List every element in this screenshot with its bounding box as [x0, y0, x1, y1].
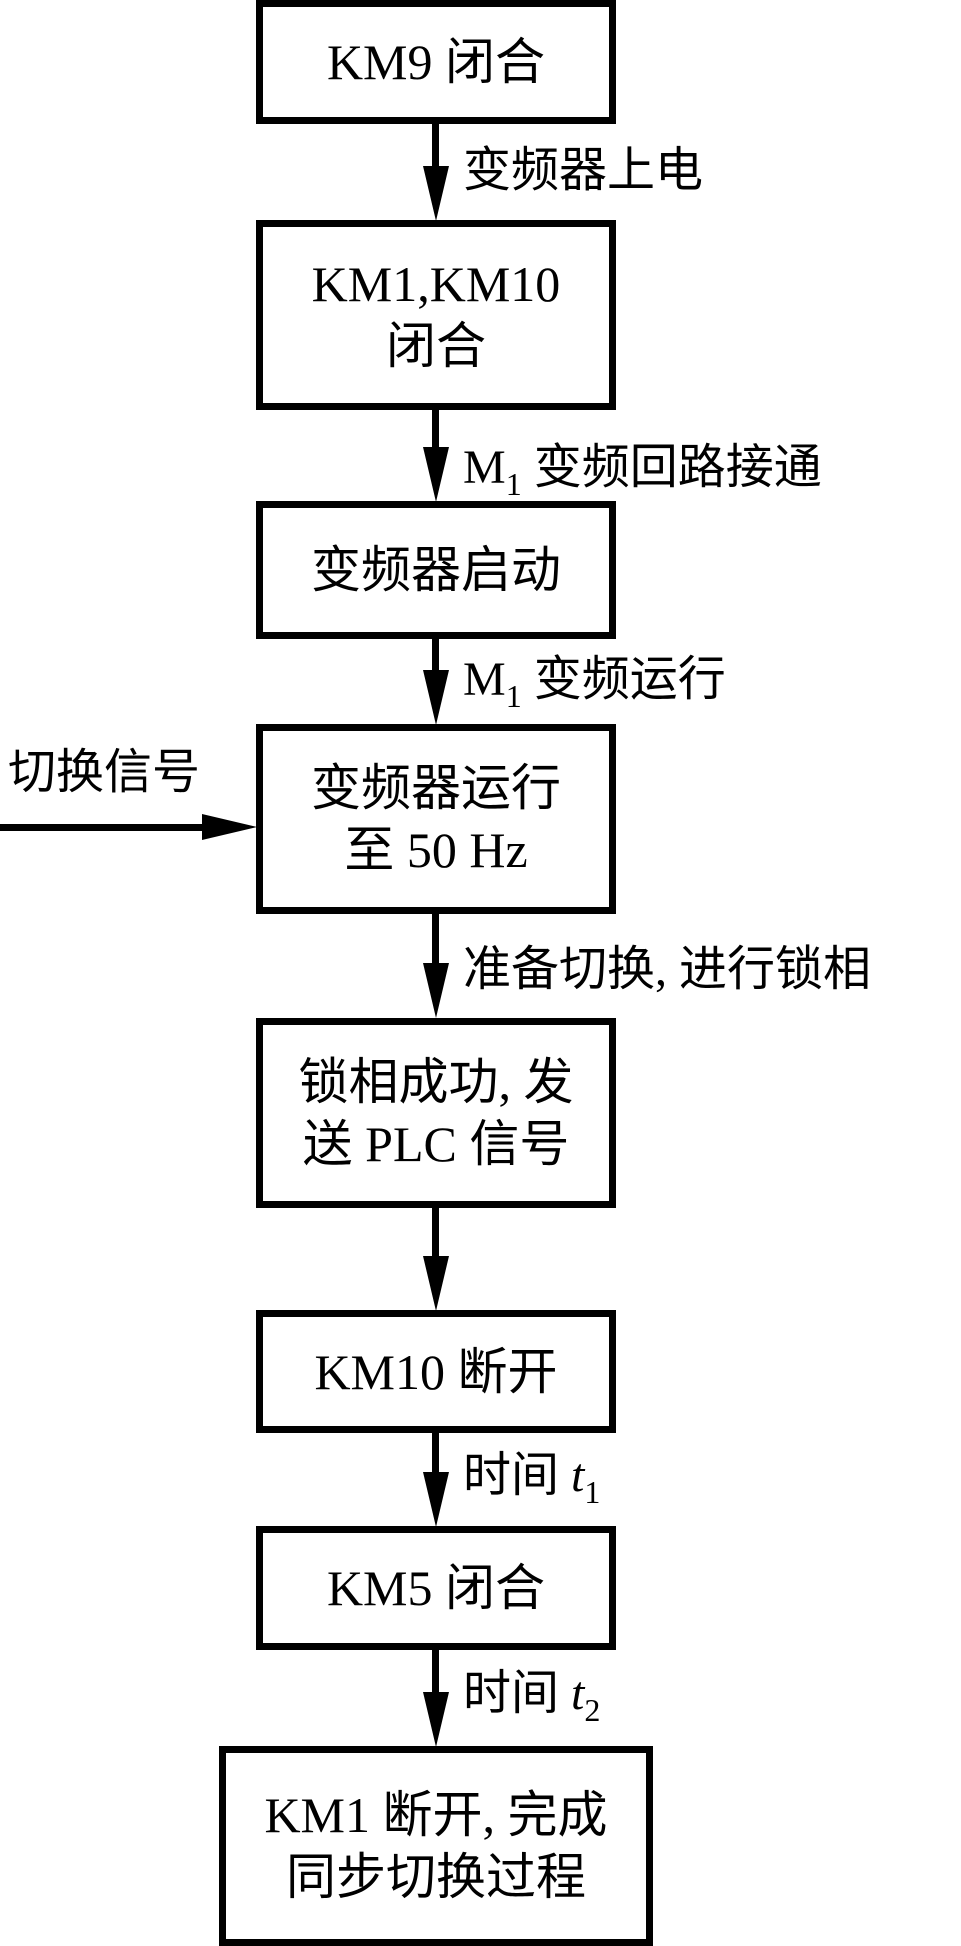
edge-label-rest: 变频回路接通 — [521, 441, 822, 494]
step-text: 同步切换过程 — [286, 1849, 586, 1905]
edge-label: M1 变频运行 — [463, 652, 726, 724]
arrow-down-icon — [423, 1692, 449, 1747]
step-km1-open-complete: KM1 断开, 完成 同步切换过程 — [219, 1746, 653, 1946]
arrow-right-icon — [202, 814, 257, 840]
edge-label: 准备切换, 进行锁相 — [463, 943, 872, 996]
edge-label: 变频器上电 — [463, 144, 704, 197]
connector-line — [432, 914, 439, 974]
step-km5-close: KM5 闭合 — [256, 1526, 616, 1650]
connector-line — [432, 638, 439, 678]
step-phase-lock-success: 锁相成功, 发 送 PLC 信号 — [256, 1018, 616, 1208]
step-text: 变频器启动 — [311, 542, 561, 598]
step-text: KM1 断开, 完成 — [264, 1787, 608, 1843]
external-input-line — [0, 824, 210, 831]
step-text: KM5 闭合 — [326, 1560, 546, 1616]
edge-label-var: t — [571, 1667, 585, 1720]
step-km10-open: KM10 断开 — [256, 1310, 616, 1433]
connector-line — [432, 1649, 439, 1704]
external-input-label: 切换信号 — [8, 746, 201, 799]
step-text: KM10 断开 — [314, 1343, 558, 1400]
arrow-down-icon — [423, 166, 449, 221]
step-text: KM9 闭合 — [326, 34, 546, 90]
edge-label-sub: 1 — [505, 678, 522, 714]
connector-line — [432, 124, 439, 174]
step-text: 变频器运行 — [311, 760, 561, 816]
edge-label-main: M — [463, 441, 506, 494]
connector-line — [432, 410, 439, 455]
arrow-down-icon — [423, 447, 449, 502]
edge-label-prefix: 时间 — [463, 1449, 572, 1502]
step-text: 闭合 — [386, 318, 486, 374]
edge-label-sub: 2 — [584, 1692, 601, 1728]
arrow-down-icon — [423, 1256, 449, 1311]
edge-label-sub: 1 — [505, 466, 522, 502]
step-vfd-run-50hz: 变频器运行 至 50 Hz — [256, 724, 616, 914]
edge-label-var: t — [571, 1449, 585, 1502]
step-text: KM1,KM10 — [311, 256, 561, 312]
step-text: 锁相成功, 发 — [298, 1054, 574, 1110]
step-km9-close: KM9 闭合 — [256, 0, 616, 124]
edge-label-prefix: 时间 — [463, 1667, 572, 1720]
edge-label-main: M — [463, 653, 506, 706]
step-vfd-start: 变频器启动 — [256, 501, 616, 639]
edge-label: 时间 t1 — [463, 1448, 600, 1520]
arrow-down-icon — [423, 963, 449, 1018]
connector-line — [432, 1432, 439, 1484]
arrow-down-icon — [423, 670, 449, 725]
edge-label: M1 变频回路接通 — [463, 440, 822, 512]
step-text: 送 PLC 信号 — [302, 1116, 570, 1172]
edge-label: 时间 t2 — [463, 1666, 600, 1738]
edge-label-rest: 变频运行 — [521, 653, 726, 706]
connector-line — [432, 1207, 439, 1267]
arrow-down-icon — [423, 1472, 449, 1527]
step-text: 至 50 Hz — [344, 822, 528, 878]
step-km1-km10-close: KM1,KM10 闭合 — [256, 220, 616, 410]
edge-label-sub: 1 — [584, 1474, 601, 1510]
